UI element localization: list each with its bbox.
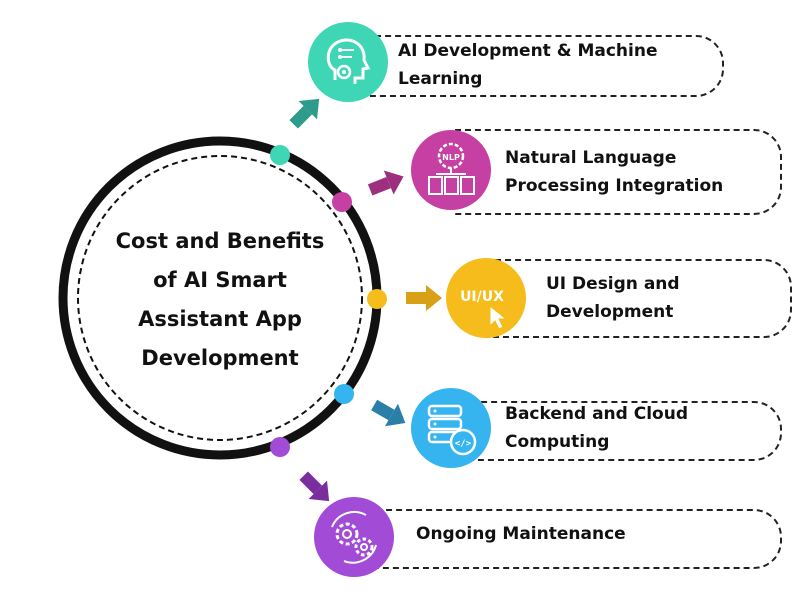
gears-icon (331, 510, 377, 564)
item-1-icon-circle (308, 22, 388, 102)
ui-ux-cursor-icon: UI/UX (460, 289, 508, 330)
item-3-card (485, 259, 792, 338)
arrow-4 (371, 399, 406, 427)
item-3-label: UI Design and Development (546, 270, 680, 326)
connector-dot-5 (270, 437, 290, 457)
arrow-2 (367, 170, 404, 196)
item-1-label: AI Development & Machine Learning (398, 37, 658, 93)
connector-dot-1 (270, 145, 290, 165)
center-title: Cost and Benefits of AI Smart Assistant … (95, 222, 345, 378)
label-line: Backend and Cloud (505, 404, 688, 424)
item-4-card (451, 401, 782, 461)
server-code-icon: </> (427, 404, 477, 456)
label-line: Ongoing Maintenance (416, 524, 626, 544)
label-line: UI Design and (546, 274, 680, 294)
item-2-label: Natural Language Processing Integration (505, 144, 723, 200)
label-line: Learning (398, 69, 483, 89)
svg-text:NLP: NLP (442, 153, 460, 162)
item-5-label: Ongoing Maintenance (416, 520, 626, 548)
ai-head-icon (326, 38, 371, 84)
nlp-icon: NLP (428, 142, 475, 195)
item-1-card (345, 35, 724, 97)
label-line: Natural Language (505, 148, 677, 168)
connector-dot-4 (334, 384, 354, 404)
arrow-3 (406, 285, 442, 311)
center-title-line: of AI Smart (153, 268, 287, 292)
item-5-icon-circle (314, 497, 394, 577)
svg-text:</>: </> (455, 439, 472, 449)
label-line: Processing Integration (505, 176, 724, 196)
item-2-icon-circle: NLP (411, 130, 491, 210)
label-line: Development (546, 302, 674, 322)
label-line: AI Development & Machine (398, 41, 658, 61)
item-4-label: Backend and Cloud Computing (505, 400, 688, 456)
arrow-1 (289, 98, 320, 129)
center-title-line: Cost and Benefits (115, 229, 325, 253)
connector-dot-2 (332, 192, 352, 212)
label-line: Computing (505, 432, 610, 452)
center-title-line: Assistant App (138, 307, 302, 331)
item-3-icon-circle: UI/UX (446, 258, 526, 338)
item-5-card (356, 509, 782, 569)
item-4-icon-circle: </> (411, 388, 491, 468)
arrow-5 (299, 471, 330, 502)
connector-dot-3 (367, 289, 387, 309)
center-title-line: Development (141, 346, 299, 370)
item-2-card (455, 129, 782, 215)
svg-text:UI/UX: UI/UX (460, 289, 504, 305)
